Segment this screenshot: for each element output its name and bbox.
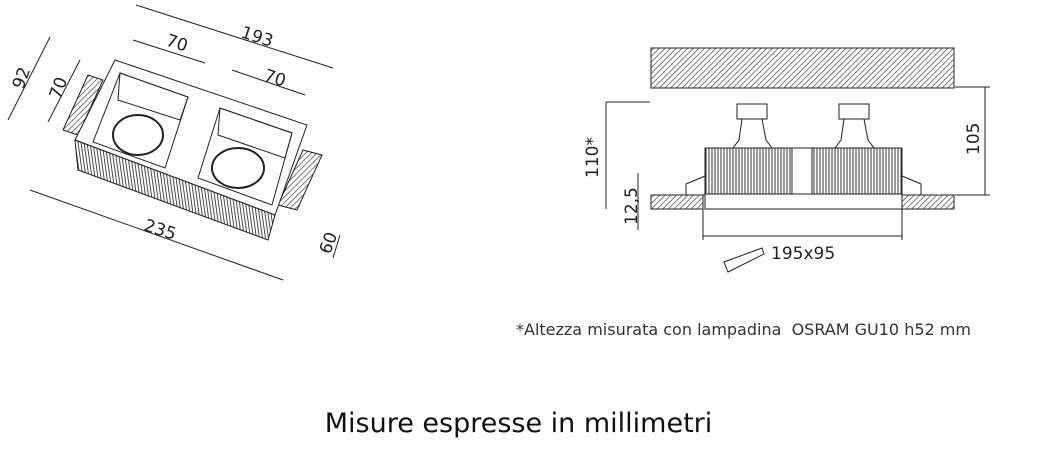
side-view — [605, 47, 990, 273]
dim-92: 92 — [9, 65, 35, 92]
caption: Misure espresse in millimetri — [324, 408, 713, 439]
dim-70-depth: 70 — [46, 75, 72, 102]
flange-right — [901, 194, 955, 210]
ceiling-slab — [650, 47, 955, 89]
right-fins — [277, 149, 323, 211]
dim-105: 105 — [964, 123, 984, 155]
footnote: *Altezza misurata con lampadina OSRAM GU… — [516, 320, 971, 339]
dim-110: 110* — [583, 137, 603, 178]
front-face — [74, 139, 276, 241]
side-dimension-labels: 110* 12,5 105 195x95 — [583, 123, 984, 264]
dim-70-a: 70 — [163, 31, 190, 57]
dim-235: 235 — [141, 216, 178, 245]
dim-12-5: 12,5 — [622, 187, 642, 225]
hole-saw-icon — [723, 247, 765, 273]
dim-195x95: 195x95 — [771, 244, 835, 264]
dim-193: 193 — [238, 23, 275, 52]
dim-60: 60 — [316, 230, 342, 257]
isometric-view — [7, 4, 341, 281]
flange-left — [650, 194, 704, 210]
